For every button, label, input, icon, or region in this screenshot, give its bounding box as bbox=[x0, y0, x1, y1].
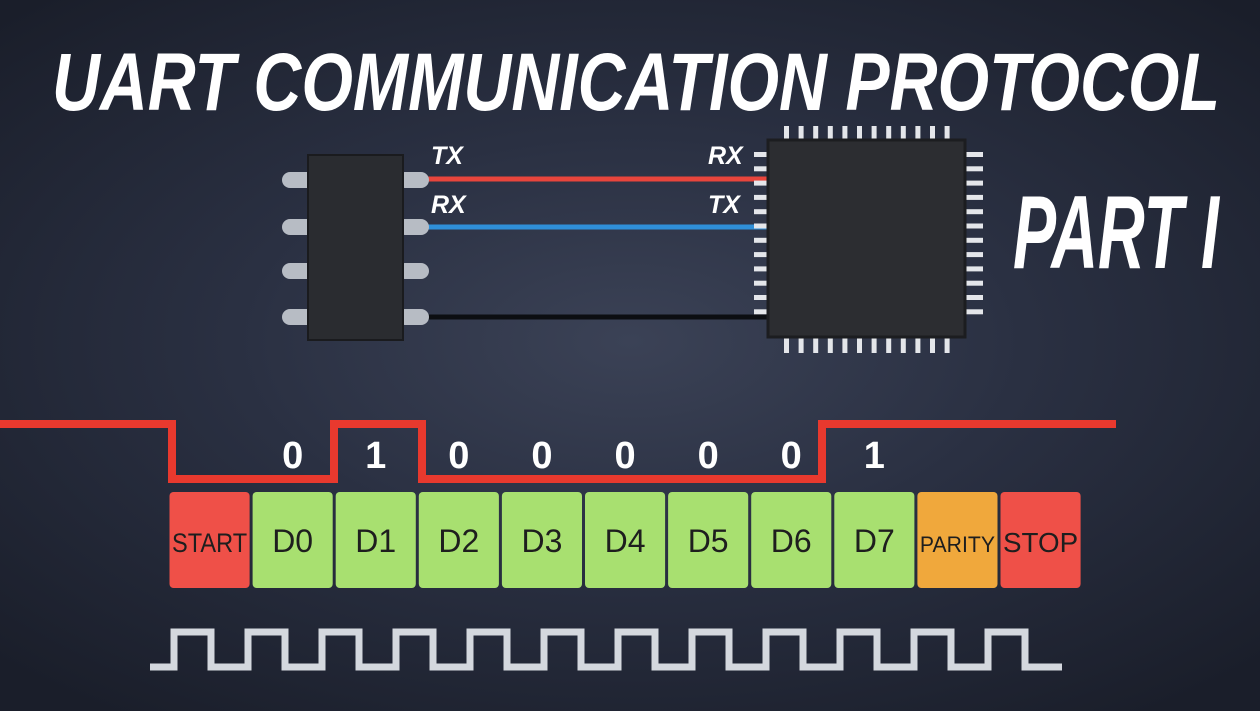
right-chip-pin bbox=[965, 152, 983, 157]
right-chip-pin bbox=[754, 280, 768, 286]
right-chip-pin bbox=[965, 166, 983, 172]
left-chip-rx-label: RX bbox=[431, 191, 467, 219]
right-chip-pin bbox=[754, 152, 768, 157]
right-chip-pin bbox=[965, 223, 983, 229]
right-chip-pin bbox=[784, 337, 789, 353]
right-chip-pin bbox=[886, 337, 892, 353]
right-chip-pin bbox=[842, 126, 848, 140]
frame-field-label: D2 bbox=[438, 523, 479, 559]
right-chip-pin bbox=[944, 337, 950, 353]
frame-field-box bbox=[501, 492, 582, 588]
frame-field-box bbox=[335, 492, 416, 588]
bit-value: 0 bbox=[282, 435, 303, 477]
frame-field-label: D0 bbox=[272, 523, 313, 559]
left-chip-pin bbox=[397, 219, 429, 235]
right-chip-pin bbox=[798, 337, 804, 353]
left-chip-pin bbox=[397, 263, 429, 279]
frame-field-box bbox=[169, 492, 250, 588]
right-chip-pin bbox=[965, 209, 983, 215]
right-chip-pin bbox=[965, 194, 983, 200]
frame-field-label: STOP bbox=[1003, 527, 1078, 558]
frame-field-label: D5 bbox=[688, 523, 729, 559]
frame-field-label: D6 bbox=[771, 523, 812, 559]
left-chip-tx-label: TX bbox=[431, 142, 464, 170]
right-chip-pin bbox=[871, 126, 877, 140]
bit-value: 0 bbox=[698, 435, 719, 477]
frame-field-label: D1 bbox=[355, 523, 396, 559]
frame-field-box bbox=[252, 492, 333, 588]
right-chip-pin bbox=[813, 337, 819, 353]
right-chip-pin bbox=[944, 126, 950, 140]
bit-value: 1 bbox=[864, 435, 885, 477]
right-chip-pins bbox=[754, 126, 983, 353]
right-chip-body bbox=[768, 140, 965, 337]
frame-field-box bbox=[834, 492, 915, 588]
frame-field-box bbox=[418, 492, 499, 588]
frame-field-label: D3 bbox=[521, 523, 562, 559]
uart-signal-waveform bbox=[0, 420, 1116, 483]
right-chip-pin bbox=[754, 194, 768, 200]
right-chip-pin bbox=[827, 126, 833, 140]
right-chip-pin bbox=[965, 280, 983, 286]
right-chip-pin bbox=[798, 126, 804, 140]
bit-value: 0 bbox=[781, 435, 802, 477]
clock-waveform bbox=[150, 628, 1062, 671]
frame-field-label: D4 bbox=[605, 523, 646, 559]
right-chip-pin bbox=[754, 180, 768, 186]
bit-value: 1 bbox=[365, 435, 386, 477]
right-chip-pin bbox=[965, 180, 983, 186]
right-chip-pin bbox=[754, 266, 768, 272]
right-chip-pin bbox=[754, 252, 768, 258]
right-chip-pin bbox=[900, 126, 906, 140]
left-chip-pin bbox=[397, 309, 429, 325]
right-chip-pin bbox=[930, 126, 935, 140]
bit-value: 0 bbox=[448, 435, 469, 477]
left-chip-body bbox=[308, 155, 403, 340]
right-chip-pin bbox=[915, 337, 921, 353]
right-chip-pin bbox=[900, 337, 906, 353]
frame-field-label: PARITY bbox=[920, 532, 995, 557]
right-chip-pin bbox=[886, 126, 892, 140]
right-chip-pin bbox=[930, 337, 935, 353]
frame-field-label: D7 bbox=[854, 523, 895, 559]
frame-field-box bbox=[668, 492, 749, 588]
frame-field-box bbox=[917, 492, 998, 588]
right-chip-pin bbox=[965, 252, 983, 258]
right-chip-pin bbox=[965, 309, 983, 315]
right-chip-pin bbox=[754, 209, 768, 215]
right-chip-pin bbox=[857, 126, 862, 140]
right-chip-pin bbox=[754, 223, 768, 229]
right-chip-pin bbox=[965, 237, 983, 243]
right-chip-pin bbox=[754, 309, 768, 315]
frame-field-box bbox=[585, 492, 666, 588]
right-chip-pin bbox=[965, 295, 983, 300]
right-chip-pin bbox=[871, 337, 877, 353]
right-chip-body-shade bbox=[766, 138, 967, 339]
right-chip-pin bbox=[754, 237, 768, 243]
right-chip-rx-label: RX bbox=[708, 142, 744, 170]
right-chip-pin bbox=[842, 337, 848, 353]
title-line-2: PART I bbox=[1013, 175, 1220, 291]
right-chip-tx-label: TX bbox=[708, 191, 741, 219]
frame-field-box bbox=[751, 492, 832, 588]
frame-fields: START D0 D1 D2 D3 D4 D5 D6 D7 PARITY STOP bbox=[169, 492, 1081, 588]
right-chip-pin bbox=[784, 126, 789, 140]
right-chip-pin bbox=[754, 295, 768, 300]
right-chip-pin bbox=[827, 337, 833, 353]
frame-field-box bbox=[1000, 492, 1081, 588]
left-chip-pin bbox=[397, 172, 429, 188]
frame-field-label: START bbox=[172, 528, 247, 558]
right-chip-pin bbox=[915, 126, 921, 140]
bit-value: 0 bbox=[614, 435, 635, 477]
title-line-1: UART COMMUNICATION PROTOCOL bbox=[52, 37, 1220, 128]
bit-values: 0 1 0 0 0 0 0 1 bbox=[282, 435, 885, 477]
right-chip-pin bbox=[857, 337, 862, 353]
right-chip-pin bbox=[754, 166, 768, 172]
bit-value: 0 bbox=[531, 435, 552, 477]
right-chip-pin bbox=[965, 266, 983, 272]
right-chip-pin bbox=[813, 126, 819, 140]
left-chip-body-edge bbox=[307, 154, 404, 341]
